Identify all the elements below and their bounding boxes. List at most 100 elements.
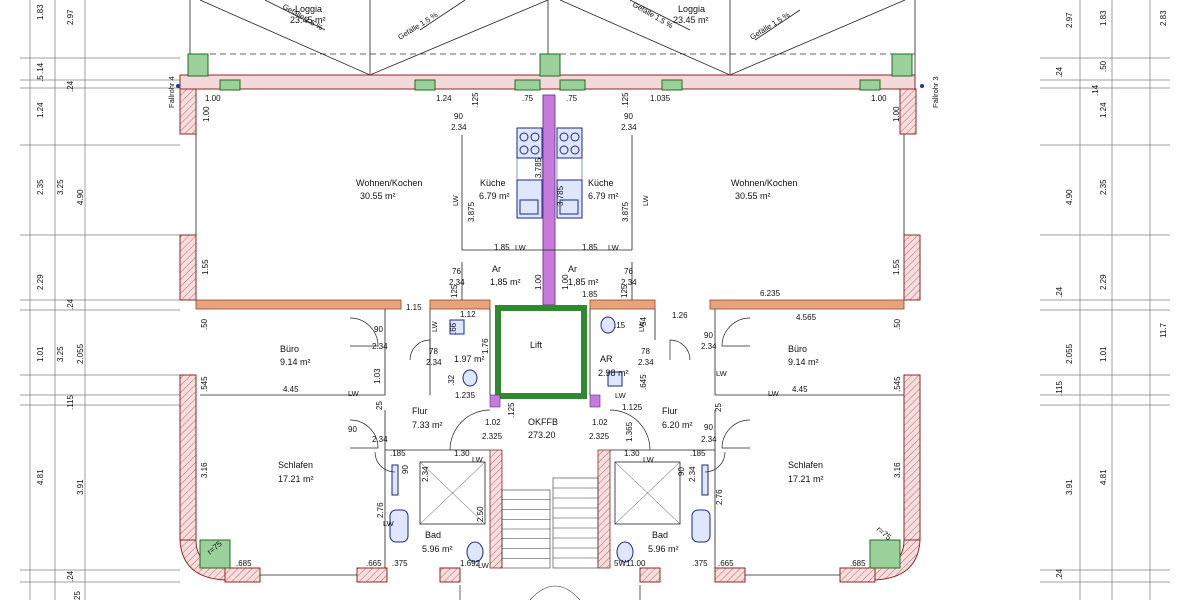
room-labels: Wohnen/Kochen 30.55 m² Wohnen/Kochen 30.… (278, 178, 824, 554)
dim-plan: 1.125 (622, 403, 643, 412)
loggia-right-area: 23.45 m² (673, 15, 709, 25)
dim-right-8: 1.01 (1099, 346, 1108, 362)
dim-plan: 1.00 (205, 94, 221, 103)
buero-right-name: Büro (788, 344, 807, 354)
dim-plan: 125 (620, 284, 629, 298)
dim-left-1: 1.83 (36, 4, 45, 20)
lw-label-5: LW (430, 320, 439, 332)
dim-plan: .665 (366, 559, 382, 568)
dim-right-9: 4.81 (1099, 469, 1108, 485)
dim-left-misc-2: .24 (66, 80, 75, 92)
dim-plan: 4.45 (792, 385, 808, 394)
slope-label-4: Gefälle 1.5 % (748, 10, 791, 42)
kitchen-fixtures (516, 127, 583, 219)
dim-right-1: 2.97 (1065, 12, 1074, 28)
dim-plan: 1.00 (561, 274, 570, 290)
columns (187, 53, 913, 569)
dim-right-5: 1.24 (1099, 102, 1108, 118)
dim-plan: .685 (850, 559, 866, 568)
downpipes: Fallrohr 4 Fallrohr 3 (167, 76, 940, 108)
dim-right-inner-1: .24 (1055, 66, 1064, 78)
dim-plan: .15 (614, 321, 626, 330)
dim-plan: .75 (566, 94, 578, 103)
dim-plan: 3.875 (621, 201, 630, 222)
dim-plan: 1.03 (373, 368, 382, 384)
dim-plan: 1.26 (672, 311, 688, 320)
dim-plan: 1.02 (485, 418, 501, 427)
lw-labels: LW LW LW LW LW LW LW LW LW LW LW LW LW L… (348, 194, 780, 570)
dim-plan: 3.16 (893, 462, 902, 478)
dim-right-inner-6: .115 (1055, 380, 1064, 396)
dim-left-10: .24 (66, 570, 75, 582)
dim-left-3: 1.24 (36, 102, 45, 118)
dimension-chain-left: 1.83 .14 1.24 2.35 .24 2.29 1.01 .115 4.… (20, 0, 180, 600)
buero-right-area: 9.14 m² (788, 357, 819, 367)
dim-plan: 2.34 (372, 435, 388, 444)
dim-plan: 3.875 (467, 201, 476, 222)
lw-label-4: LW (608, 243, 620, 252)
dim-plan: 1.30 (624, 449, 640, 458)
dim-plan: 2.34 (372, 342, 388, 351)
dim-plan: .32 (447, 374, 456, 386)
dim-plan: 5W11.00 (614, 559, 646, 568)
dim-left-5: .24 (66, 298, 75, 310)
dim-plan: 1.02 (592, 418, 608, 427)
fallrohr-left-label: Fallrohr 4 (167, 76, 176, 108)
slope-label-2: Gefälle 1.5 % (396, 10, 439, 42)
dim-plan: 3.785 (556, 185, 565, 206)
dim-plan: .685 (236, 559, 252, 568)
ar-right-area: 1,85 m² (568, 277, 599, 287)
lw-label-7: LW (348, 389, 360, 398)
okffb-label: OKFFB (528, 417, 558, 427)
dim-plan: 76 (624, 267, 633, 276)
dim-plan: 1.55 (892, 259, 901, 275)
dim-plan: 2.34 (621, 278, 637, 287)
stairs (501, 477, 599, 600)
dim-plan: 2.34 (421, 466, 430, 482)
inner-walls (195, 94, 905, 569)
dim-left-inner-2: 3.25 (56, 179, 65, 195)
dim-right-7: 2.29 (1099, 274, 1108, 290)
lw-label-3: LW (515, 243, 527, 252)
dim-plan: .66 (449, 322, 458, 334)
dim-plan: 1.00 (871, 94, 887, 103)
dim-plan: 25 (714, 403, 723, 412)
lw-label-1: LW (451, 194, 460, 206)
dim-right-10: 11.7 (1159, 322, 1168, 338)
dim-left-6: 2.29 (36, 274, 45, 290)
dim-plan: 4.565 (796, 313, 817, 322)
kueche-right-area: 6.79 m² (588, 191, 619, 201)
loggia-left-name: Loggia (295, 4, 322, 14)
dim-right-3: 2.83 (1159, 10, 1168, 26)
bath-fixtures (389, 316, 711, 563)
dim-plan: 1.85 (582, 290, 598, 299)
dim-plan: .125 (471, 92, 480, 108)
dim-plan: 90 (454, 112, 463, 121)
dim-plan: 90 (704, 423, 713, 432)
dim-plan: 76 (452, 267, 461, 276)
dim-plan: .545 (893, 376, 902, 392)
lw-label-8: LW (716, 369, 728, 378)
lw-label-6: LW (637, 320, 646, 332)
wohnen-left-name: Wohnen/Kochen (356, 178, 422, 188)
dim-plan: 2.34 (701, 435, 717, 444)
dim-plan: 2.50 (476, 506, 485, 522)
dim-plan: 1.55 (201, 259, 210, 275)
doors (349, 317, 751, 600)
lw-label-12: LW (472, 455, 484, 464)
outer-walls (179, 74, 921, 583)
dim-plan: .545 (200, 376, 209, 392)
dim-left-inner-3: 4.90 (76, 189, 85, 205)
dim-plan: .185 (690, 449, 706, 458)
dim-plan: 1.692 (460, 559, 481, 568)
dim-right-inner-2: .14 (1091, 84, 1100, 96)
dim-plan: 1.12 (460, 310, 476, 319)
dim-left-inner-5: 2.055 (76, 343, 85, 364)
dim-plan: 1.00 (534, 274, 543, 290)
dim-plan: .125 (621, 92, 630, 108)
dim-plan: 3.785 (534, 157, 543, 178)
dim-plan: 6.235 (760, 289, 781, 298)
loggia-right-name: Loggia (678, 4, 705, 14)
schlafen-right-area: 17.21 m² (788, 474, 824, 484)
